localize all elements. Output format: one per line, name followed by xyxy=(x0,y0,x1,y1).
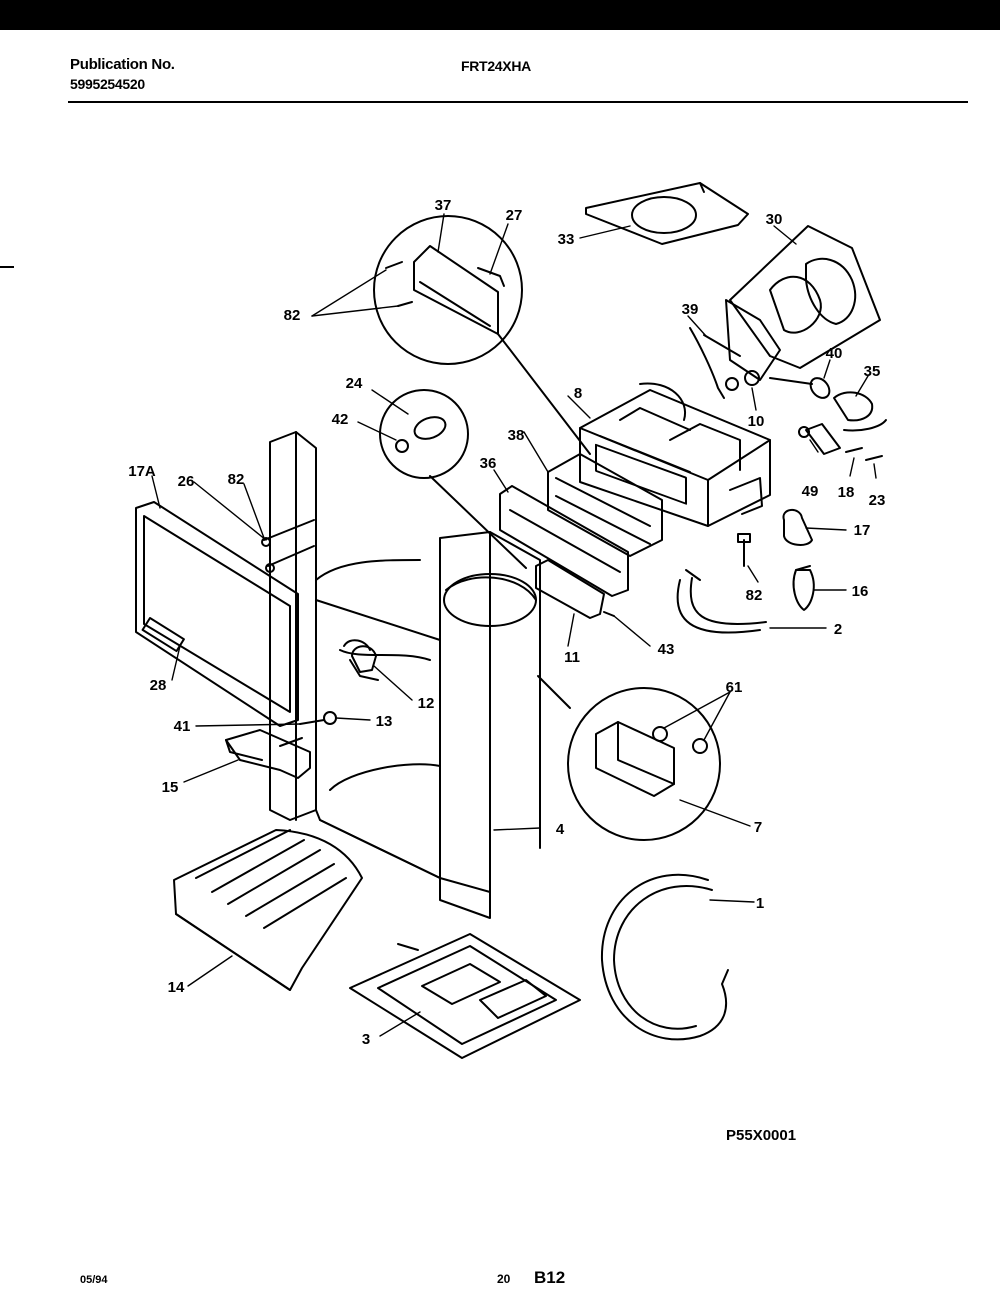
part-24-lever xyxy=(225,729,311,779)
callout-1: 1 xyxy=(756,895,764,912)
callout-41: 41 xyxy=(174,718,191,735)
callout-82-left: 82 xyxy=(228,471,245,488)
callout-12: 12 xyxy=(418,695,435,712)
callout-8: 8 xyxy=(574,385,582,402)
callout-82-right: 82 xyxy=(746,587,763,604)
callout-42: 42 xyxy=(332,411,349,428)
callout-24: 15 xyxy=(162,779,179,796)
footer-page: 20 xyxy=(497,1272,511,1286)
callout-49: 49 xyxy=(802,483,819,500)
part-3-heater xyxy=(349,933,581,1059)
callout-17: 18 xyxy=(838,484,855,501)
inset-7-61 xyxy=(537,675,721,841)
top-black-bar xyxy=(0,0,1000,30)
part-13-screw xyxy=(299,711,337,725)
part-49-bracket xyxy=(798,423,841,455)
callout-27: 27 xyxy=(506,207,523,224)
part-43-screw xyxy=(603,611,615,617)
part-17-screws xyxy=(845,447,883,461)
part-12-clip xyxy=(351,645,377,673)
callout-33: 33 xyxy=(558,231,575,248)
callout-4: 4 xyxy=(556,821,565,838)
model-number: FRT24XHA xyxy=(461,58,531,74)
part-23-drip-tray xyxy=(173,829,363,991)
part-26-bracket xyxy=(261,519,315,573)
publication-number: 5995254520 xyxy=(70,76,145,92)
callout-14: 17A xyxy=(128,463,156,480)
callout-35: 35 xyxy=(864,363,881,380)
callout-labels: 37 27 33 30 82 39 40 35 24 42 8 10 38 36… xyxy=(128,197,885,1048)
part-82-screw xyxy=(737,533,751,567)
callout-10: 10 xyxy=(748,413,765,430)
part-38-control-panel xyxy=(547,453,663,557)
part-10-clip xyxy=(725,370,760,391)
callout-16: 17 xyxy=(854,522,871,539)
callout-26: 26 xyxy=(178,473,195,490)
part-14-panel xyxy=(135,501,299,727)
callout-2: 2 xyxy=(834,621,842,638)
margin-tick xyxy=(0,266,14,268)
part-36-trim xyxy=(499,485,629,597)
part-33-top-plate xyxy=(585,182,749,245)
part-16-socket xyxy=(782,509,813,546)
footer-section: B12 xyxy=(534,1268,566,1287)
callout-3: 3 xyxy=(362,1031,370,1048)
callout-11: 11 xyxy=(564,649,580,666)
callout-18: 24 xyxy=(346,375,363,392)
callout-38: 38 xyxy=(508,427,525,444)
publication-label: Publication No. xyxy=(70,56,175,73)
part-35-socket xyxy=(833,391,887,432)
part-39-wire xyxy=(689,327,741,399)
callout-28: 28 xyxy=(150,677,167,694)
inset-37-27 xyxy=(373,215,591,455)
part-30-housing xyxy=(725,225,881,381)
footer-date: 05/94 xyxy=(80,1274,108,1286)
diagram-id: P55X0001 xyxy=(726,1127,796,1144)
callout-82-top: 82 xyxy=(284,307,301,324)
callout-39: 39 xyxy=(682,301,699,318)
callout-30: 30 xyxy=(766,211,783,228)
part-1-gasket xyxy=(600,873,729,1041)
header-rule xyxy=(68,101,968,103)
callout-36: 36 xyxy=(480,455,497,472)
callout-40: 40 xyxy=(826,345,843,362)
callout-61: 61 xyxy=(726,679,743,696)
inset-18-42 xyxy=(379,389,527,569)
callout-17a: 23 xyxy=(869,492,886,509)
part-2-harness xyxy=(676,569,767,634)
leader-lines xyxy=(151,213,877,1037)
callout-43: 43 xyxy=(658,641,675,658)
callout-23: 14 xyxy=(168,979,185,996)
callout-13: 13 xyxy=(376,713,393,730)
part-11-plate xyxy=(535,559,605,619)
callout-15: 16 xyxy=(852,583,869,600)
callout-37: 37 xyxy=(435,197,452,214)
part-40-fuse xyxy=(769,377,831,399)
part-15-bulb xyxy=(792,565,815,611)
callout-7: 7 xyxy=(754,819,762,836)
